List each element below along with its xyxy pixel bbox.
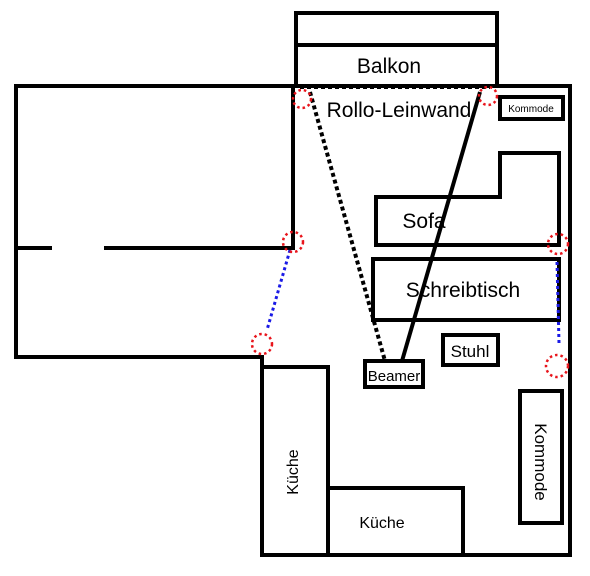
balcony-box [294, 43, 499, 88]
balcony: Balkon [294, 11, 499, 88]
chair: Stuhl [441, 333, 500, 367]
desk-box [371, 257, 561, 322]
kitchen-left-label: Küche [285, 449, 302, 494]
kitchen-bottom-label: Küche [359, 515, 404, 532]
chair-label: Stuhl [451, 342, 490, 361]
cable-left [265, 249, 292, 331]
sofa-label: Sofa [402, 210, 446, 233]
cable-right [555, 261, 561, 344]
dresser-top: Kommode [498, 95, 565, 121]
marker-screen-right [477, 85, 499, 107]
projector: Beamer [363, 359, 425, 389]
marker-right-lower [544, 353, 570, 379]
walls [14, 84, 572, 557]
dresser-right-label: Kommode [531, 423, 550, 500]
projector-label: Beamer [368, 368, 421, 385]
marker-screen-left [291, 88, 313, 110]
dresser-right-box [518, 389, 564, 525]
markers [250, 85, 570, 379]
marker-right-upper [546, 232, 570, 256]
dresser-top-label: Kommode [508, 104, 554, 115]
projector-sightline-right [400, 91, 482, 362]
balcony-label: Balkon [357, 55, 421, 78]
marker-wall-lower [250, 332, 274, 356]
kitchen: Küche Küche [260, 365, 465, 557]
balcony-upper-box [294, 11, 499, 47]
kitchen-left-counter [260, 365, 330, 557]
sofa-outline [374, 151, 561, 247]
main-room-outer-wall [14, 84, 572, 557]
chair-box [441, 333, 500, 367]
sofa: Sofa [374, 151, 561, 247]
projection-screen-label: Rollo-Leinwand [327, 99, 472, 122]
dresser-top-box [498, 95, 565, 121]
desk-label: Schreibtisch [406, 279, 520, 302]
projector-sightline-left [308, 91, 387, 362]
projector-box [363, 359, 425, 389]
dresser-right: Kommode [518, 389, 564, 525]
desk: Schreibtisch [371, 257, 561, 322]
marker-wall-upper [281, 230, 305, 254]
kitchen-bottom-counter [326, 486, 465, 557]
